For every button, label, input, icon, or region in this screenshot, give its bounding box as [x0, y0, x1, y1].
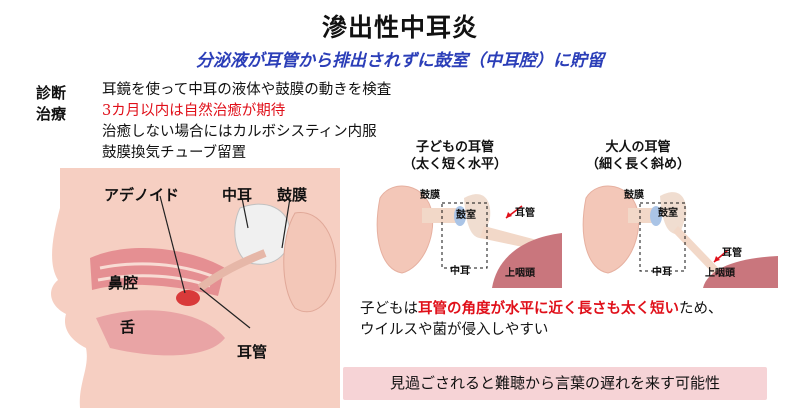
child-nasopharynx-shape [492, 233, 562, 288]
adult-ear-caption-2: （細く長く斜め） [585, 157, 690, 172]
adult-label-eustachian-tube: 耳管 [722, 248, 742, 259]
treatment-line-1: 3カ月以内は自然治癒が期待 [102, 103, 286, 119]
adult-label-eardrum: 鼓膜 [624, 190, 644, 201]
description: 子どもは耳管の角度が水平に近く長さも太く短いため、 ウイルスや菌が侵入しやすい [360, 299, 780, 341]
inner-ear-shape [234, 203, 291, 265]
child-ear-caption: 子どもの耳管 （太く短く水平） [395, 139, 515, 173]
warning-note: 見過ごされると難聴から言葉の遅れを来す可能性 [343, 367, 767, 400]
adenoid-shape [176, 290, 200, 306]
description-prefix: 子どもは [360, 301, 418, 317]
description-line-2: ウイルスや菌が侵入しやすい [360, 322, 549, 338]
adult-label-nasopharynx: 上咽頭 [705, 268, 735, 279]
child-label-eustachian-tube: 耳管 [515, 208, 535, 219]
diagnosis-label: 診断 [36, 84, 67, 102]
tongue-shape [96, 310, 225, 356]
label-adenoid: アデノイド [104, 186, 180, 204]
treatment-line-2: 治癒しない場合にはカルボシスティン内服 [102, 124, 377, 140]
head-cross-section [51, 168, 340, 408]
child-ear-diagram [376, 185, 562, 288]
label-tongue: 舌 [120, 318, 136, 336]
child-label-middle-ear: 中耳 [450, 266, 470, 277]
adult-ear-caption: 大人の耳管 （細く長く斜め） [578, 139, 698, 173]
child-label-eardrum: 鼓膜 [420, 190, 440, 201]
adult-label-tympanic-cavity: 鼓室 [658, 208, 678, 219]
adult-nasopharynx-shape [703, 256, 778, 288]
description-line-1: 子どもは耳管の角度が水平に近く長さも太く短いため、 [360, 299, 780, 320]
child-label-nasopharynx: 上咽頭 [505, 268, 535, 279]
adult-ear-diagram [582, 185, 778, 288]
child-ear-caption-1: 子どもの耳管 [415, 140, 494, 155]
child-ear-caption-2: （太く短く水平） [402, 157, 507, 172]
nasal-cavity-shape [90, 247, 225, 296]
adult-label-middle-ear: 中耳 [652, 267, 672, 278]
label-eustachian-tube: 耳管 [237, 343, 268, 361]
description-highlight: 耳管の角度が水平に近く長さも太く短い [418, 301, 679, 317]
eustachian-tube-shape [197, 249, 267, 292]
label-nasal-cavity: 鼻腔 [108, 274, 139, 292]
treatment-line-3: 鼓膜換気チューブ留置 [102, 145, 247, 161]
diagnosis-text: 耳鏡を使って中耳の液体や鼓膜の動きを検査 [102, 82, 392, 98]
label-eardrum: 鼓膜 [277, 186, 308, 204]
description-suffix: ため、 [679, 301, 723, 317]
adult-ear-caption-1: 大人の耳管 [605, 140, 671, 155]
label-middle-ear: 中耳 [222, 186, 253, 204]
child-eustachian-tube-shape [480, 226, 537, 250]
child-label-tympanic-cavity: 鼓室 [456, 210, 476, 221]
adult-eustachian-tube-shape [673, 226, 728, 282]
treatment-label: 治療 [36, 105, 67, 123]
page-title: 滲出性中耳炎 [321, 13, 478, 42]
outer-ear-shape [283, 211, 337, 313]
page-subtitle: 分泌液が耳管から排出されずに鼓室（中耳腔）に貯留 [196, 51, 604, 71]
